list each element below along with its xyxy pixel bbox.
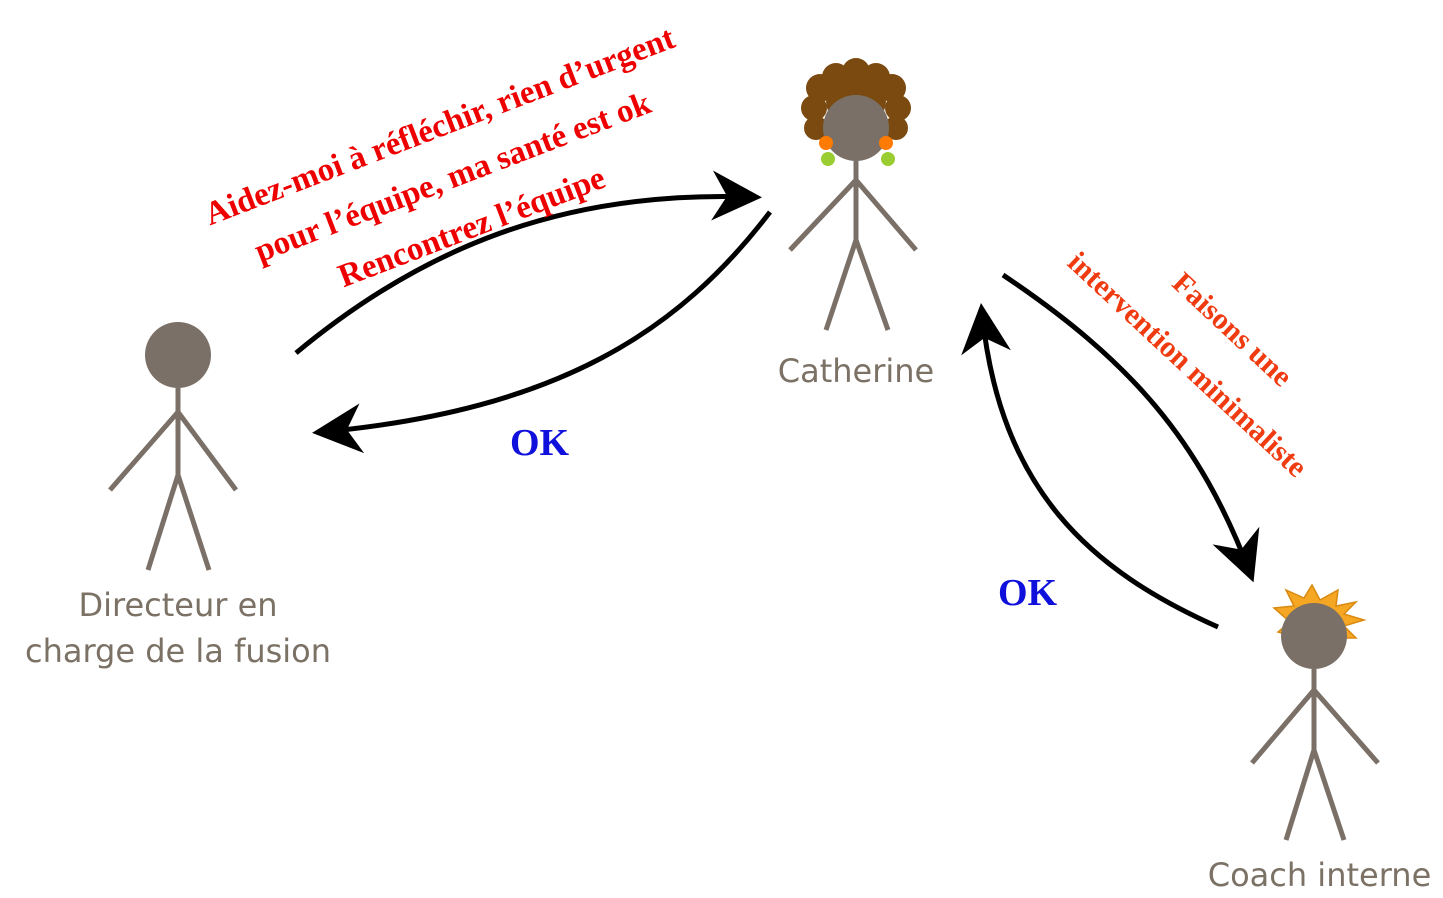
arrow-catherine-to-director (312, 210, 772, 454)
catherine-leg-left (823, 239, 859, 331)
director-leg-right (175, 474, 212, 571)
coach-label: Coach interne (1207, 856, 1432, 894)
earrings-icon (819, 136, 895, 166)
director-arm-right (175, 410, 239, 492)
coach-arm-right (1312, 688, 1380, 765)
director-label-line2: charge de la fusion (24, 632, 332, 670)
ok-reply-to-catherine: OK (998, 572, 1058, 614)
coach-arm-left (1250, 688, 1316, 765)
director-head (145, 322, 211, 388)
catherine-figure (788, 58, 918, 331)
director-figure (108, 322, 239, 571)
arrow-director-to-catherine (294, 170, 762, 355)
catherine-arm-right (854, 178, 918, 252)
director-label-line1: Directeur en (78, 586, 278, 624)
director-leg-left (145, 474, 181, 571)
catherine-head (823, 95, 889, 161)
director-arm-left (108, 410, 180, 492)
catherine-label: Catherine (777, 352, 935, 390)
ok-reply-to-director: OK (510, 422, 570, 464)
director-label: Directeur en charge de la fusion (0, 582, 356, 674)
catherine-leg-right (853, 239, 891, 331)
catherine-arm-left (788, 178, 858, 252)
coach-leg-left (1283, 749, 1317, 841)
arrow-coach-to-catherine (961, 303, 1220, 630)
coach-figure (1250, 583, 1380, 841)
coach-leg-right (1311, 749, 1347, 841)
coach-head (1281, 603, 1347, 669)
arrow-catherine-to-coach (1001, 272, 1260, 583)
